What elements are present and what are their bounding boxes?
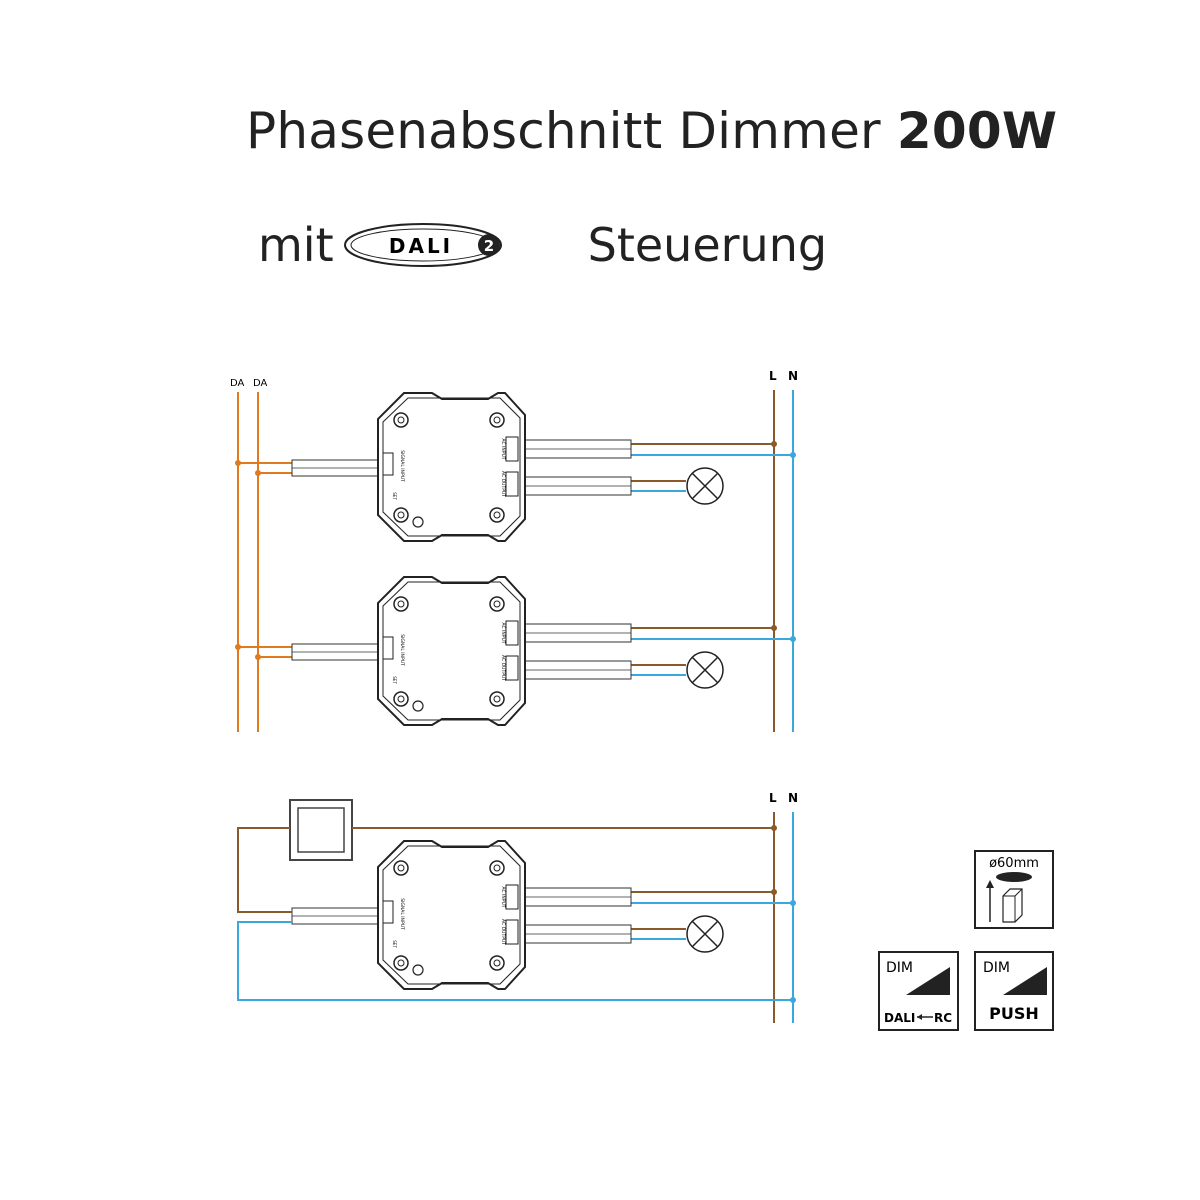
ac-output-terminal [505,655,519,681]
dali-logo: DALI 2 [344,223,502,267]
set-button [412,700,424,712]
title-power: 200W [896,102,1058,160]
diagram-title: Phasenabschnitt Dimmer 200W [246,106,1057,156]
dimmer-housing [377,840,526,990]
l-label-top: L [769,369,777,383]
dim-push-bottom: PUSH [989,1004,1039,1023]
dim-dali-rc-icon: DIM DALI RC [878,951,959,1031]
screw-hole [489,860,505,876]
n-label-bottom: N [788,791,798,805]
signal-terminal [382,900,394,924]
screw-hole [393,507,409,523]
da-junctions [235,460,261,660]
ac-output-terminal [505,919,519,945]
set-button [412,964,424,976]
dali-logo-text: DALI [389,234,453,258]
subtitle-suffix: Steuerung [587,218,828,272]
mounting-depth-icon: ø60mm [974,850,1054,929]
da-label-2: DA [253,378,268,389]
dimmer-module-3: SIGNAL INPUT AC INPUT AC OUTPUT SET [291,840,796,990]
dim-dali-bottom: DALI [884,1011,915,1025]
dimmer-housing [377,576,526,726]
mounting-diameter: ø60mm [989,856,1039,871]
dim-dali-rc: RC [934,1011,952,1025]
ac-input-label: AC INPUT [500,622,506,643]
signal-input-label: SIGNAL INPUT [399,898,405,930]
screw-hole [489,412,505,428]
n-junction [790,452,796,458]
ac-input-terminal [505,620,519,646]
n-label-top: N [788,369,798,383]
ac-input-label: AC INPUT [500,438,506,459]
da-label-1: DA [230,378,245,389]
signal-input-label: SIGNAL INPUT [399,634,405,666]
screw-hole [393,955,409,971]
n-junction [790,900,796,906]
dali-logo-version: 2 [484,237,494,255]
push-button [289,799,353,861]
dim-push-icon: DIM PUSH [974,951,1054,1031]
screw-hole [393,691,409,707]
dim-push-top: DIM [983,960,1010,976]
ac-input-terminal [505,436,519,462]
ac-output-label: AC OUTPUT [500,471,506,497]
screw-hole [393,860,409,876]
l-junction [771,889,777,895]
set-label: SET [392,492,397,500]
subtitle-prefix: mit [258,218,334,272]
signal-terminal [382,452,394,476]
dim-dali-top: DIM [886,960,913,976]
signal-terminal [382,636,394,660]
dimmer-module-1: SIGNAL INPUT AC INPUT AC OUTPUT SET [291,392,796,542]
da-bus [237,392,292,732]
l-junction [771,625,777,631]
signal-input-label: SIGNAL INPUT [399,450,405,482]
screw-hole [489,955,505,971]
screw-hole [489,507,505,523]
set-button [412,516,424,528]
title-main: Phasenabschnitt Dimmer [246,102,897,160]
push-wiring [237,827,793,1001]
set-label: SET [392,940,397,948]
dimmer-housing [377,392,526,542]
set-label: SET [392,676,397,684]
ac-output-terminal [505,471,519,497]
screw-hole [393,412,409,428]
dimmer-module-2: SIGNAL INPUT AC INPUT AC OUTPUT SET [291,576,796,726]
ac-output-label: AC OUTPUT [500,919,506,945]
n-junction [790,636,796,642]
screw-hole [489,691,505,707]
ac-output-label: AC OUTPUT [500,655,506,681]
l-label-bottom: L [769,791,777,805]
ac-input-terminal [505,884,519,910]
l-junction [771,441,777,447]
ac-input-label: AC INPUT [500,886,506,907]
screw-hole [393,596,409,612]
screw-hole [489,596,505,612]
